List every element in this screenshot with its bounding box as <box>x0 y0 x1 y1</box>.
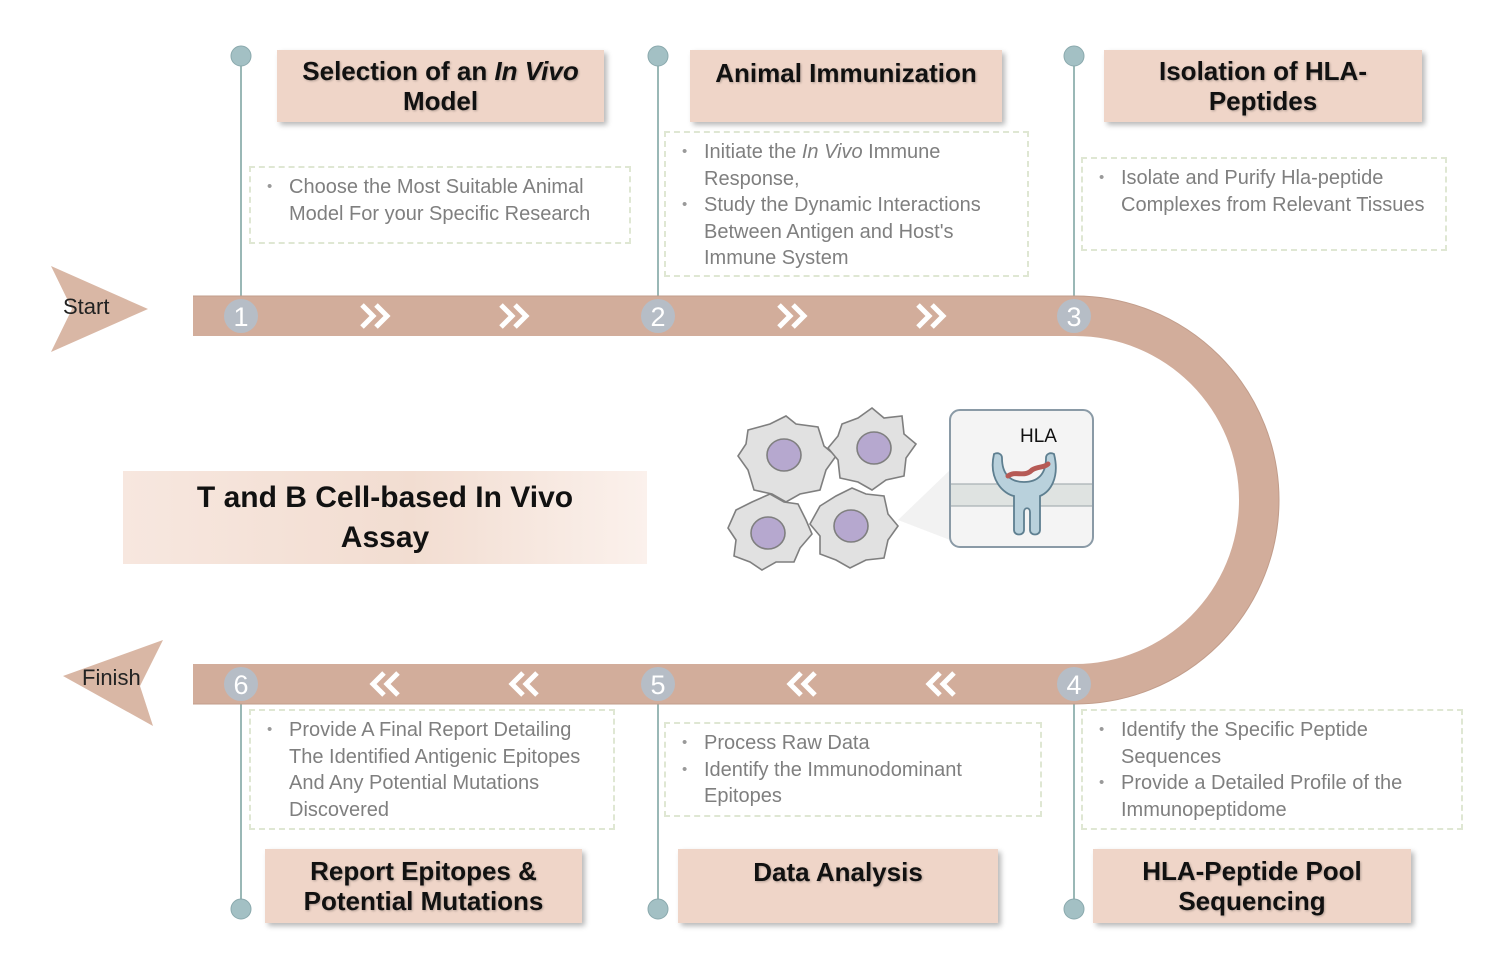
chevron-left-icon <box>786 671 817 697</box>
description-bullet: Provide A Final Report Detailing The Ide… <box>265 717 603 823</box>
chevron-right-icon <box>777 303 808 329</box>
step-description-5: Process Raw Data Identify the Immunodomi… <box>664 722 1042 817</box>
step-number-1: 1 <box>233 302 248 332</box>
step-number-6: 6 <box>233 670 248 700</box>
step-number-2: 2 <box>650 302 665 332</box>
connector-dot-2 <box>647 45 669 67</box>
step-title-2: Animal Immunization <box>690 50 1002 122</box>
step-number-3: 3 <box>1066 302 1081 332</box>
cells-illustration <box>727 406 918 571</box>
peptide-icon <box>1005 461 1051 479</box>
chevron-right-icon <box>499 303 530 329</box>
start-arrow <box>51 266 148 352</box>
step-number-4: 4 <box>1066 670 1081 700</box>
cell-nucleus <box>856 431 892 465</box>
description-bullet: Isolate and Purify Hla-peptide Complexes… <box>1097 165 1435 218</box>
step-number-circle-5 <box>641 667 675 701</box>
start-label: Start <box>63 294 110 319</box>
cell-nucleus <box>750 516 786 550</box>
chevron-right-icon <box>360 303 391 329</box>
hla-inset <box>949 409 1094 548</box>
connector-dot-5 <box>647 898 669 920</box>
description-bullet: Study the Dynamic Interactions Between A… <box>680 192 1017 272</box>
step-number-circle-6 <box>224 667 258 701</box>
description-bullet: Initiate the In Vivo Immune Response, <box>680 139 1017 192</box>
connector-dot-4 <box>1063 898 1085 920</box>
diagram-title: T and B Cell-based In Vivo Assay <box>123 471 647 564</box>
step-description-2: Initiate the In Vivo Immune Response, St… <box>664 131 1029 277</box>
diagram-title-text: T and B Cell-based In Vivo Assay <box>196 480 574 554</box>
connector-dot-1 <box>230 45 252 67</box>
chevron-left-icon <box>925 671 956 697</box>
description-bullet: Choose the Most Suitable Animal Model Fo… <box>265 174 619 227</box>
step-number-circle-4 <box>1057 667 1091 701</box>
chevron-left-icon <box>508 671 539 697</box>
cell-nucleus <box>833 509 869 543</box>
description-bullet: Identify the Specific Peptide Sequences <box>1097 717 1451 770</box>
description-bullet: Identify the Immunodominant Epitopes <box>680 757 1030 810</box>
workflow-track <box>193 296 1279 704</box>
zoom-callout <box>898 470 950 540</box>
description-bullet: Provide a Detailed Profile of the Immuno… <box>1097 770 1451 823</box>
chevron-right-icon <box>916 303 947 329</box>
step-description-1: Choose the Most Suitable Animal Model Fo… <box>249 166 631 244</box>
description-bullet: Process Raw Data <box>680 730 1030 757</box>
step-description-3: Isolate and Purify Hla-peptide Complexes… <box>1081 157 1447 251</box>
hla-label: HLA <box>1020 426 1057 447</box>
chevron-left-icon <box>369 671 400 697</box>
connector-dot-3 <box>1063 45 1085 67</box>
connector-dot-6 <box>230 898 252 920</box>
step-title-1: Selection of an In Vivo Model <box>277 50 604 122</box>
step-title-5: Data Analysis <box>678 849 998 923</box>
step-number-circle-3 <box>1057 299 1091 333</box>
finish-arrow <box>63 640 163 726</box>
step-description-4: Identify the Specific Peptide Sequences … <box>1081 709 1463 830</box>
step-number-5: 5 <box>650 670 665 700</box>
finish-label: Finish <box>82 665 141 690</box>
step-number-circle-1 <box>224 299 258 333</box>
step-title-4: HLA-Peptide Pool Sequencing <box>1093 849 1411 923</box>
step-title-3: Isolation of HLA-Peptides <box>1104 50 1422 122</box>
step-description-6: Provide A Final Report Detailing The Ide… <box>249 709 615 830</box>
step-number-circle-2 <box>641 299 675 333</box>
cell-nucleus <box>766 438 802 472</box>
step-title-6: Report Epitopes & Potential Mutations <box>265 849 582 923</box>
